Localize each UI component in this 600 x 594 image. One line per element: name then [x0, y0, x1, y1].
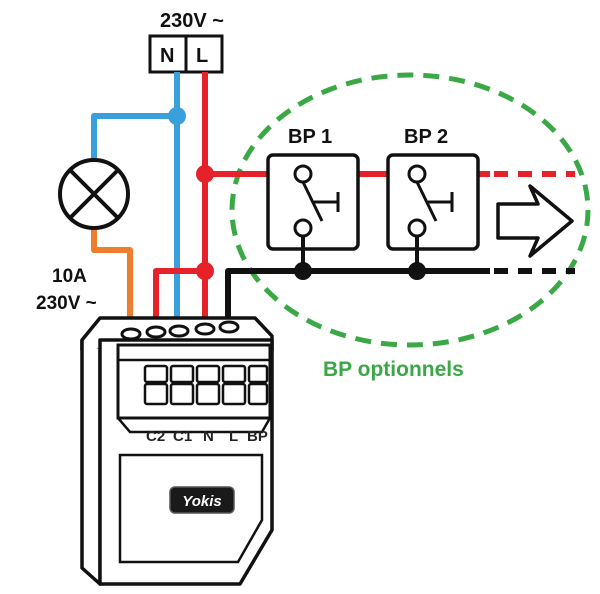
arrow-right-icon — [496, 184, 574, 258]
terminal-label-n: N — [203, 428, 214, 445]
live-junction-top — [196, 165, 214, 183]
terminal-label-c2: C2 — [146, 428, 165, 445]
live-junction-bottom — [196, 262, 214, 280]
bp-wire — [225, 268, 490, 322]
terminal-label-c1: C1 — [173, 428, 192, 445]
optional-zone — [229, 72, 591, 348]
supply-n-label: N — [160, 45, 174, 67]
bp2-label: BP 2 — [404, 126, 448, 148]
brand-badge — [169, 486, 235, 514]
pushbutton-bp2 — [386, 153, 480, 271]
lamp-icon — [58, 158, 130, 230]
module-terminal-levers — [143, 364, 269, 406]
terminal-label-bp: BP — [247, 428, 268, 445]
lamp-wire — [91, 228, 133, 322]
bp1-label: BP 1 — [288, 126, 332, 148]
terminal-label-l: L — [229, 428, 238, 445]
lamp-rating-voltage: 230V ~ — [36, 293, 97, 314]
bp2-junction — [408, 262, 426, 280]
supply-l-label: L — [196, 45, 208, 67]
module-terminal-screws — [120, 320, 240, 341]
bp1-junction — [294, 262, 312, 280]
pushbutton-bp1 — [266, 153, 360, 271]
neutral-junction — [168, 107, 186, 125]
yokis-module — [80, 316, 274, 586]
optional-note: BP optionnels — [323, 358, 464, 381]
supply-voltage-label: 230V ~ — [160, 10, 224, 32]
lamp-rating-current: 10A — [52, 266, 87, 287]
brand-logo: Yokis — [182, 493, 221, 510]
